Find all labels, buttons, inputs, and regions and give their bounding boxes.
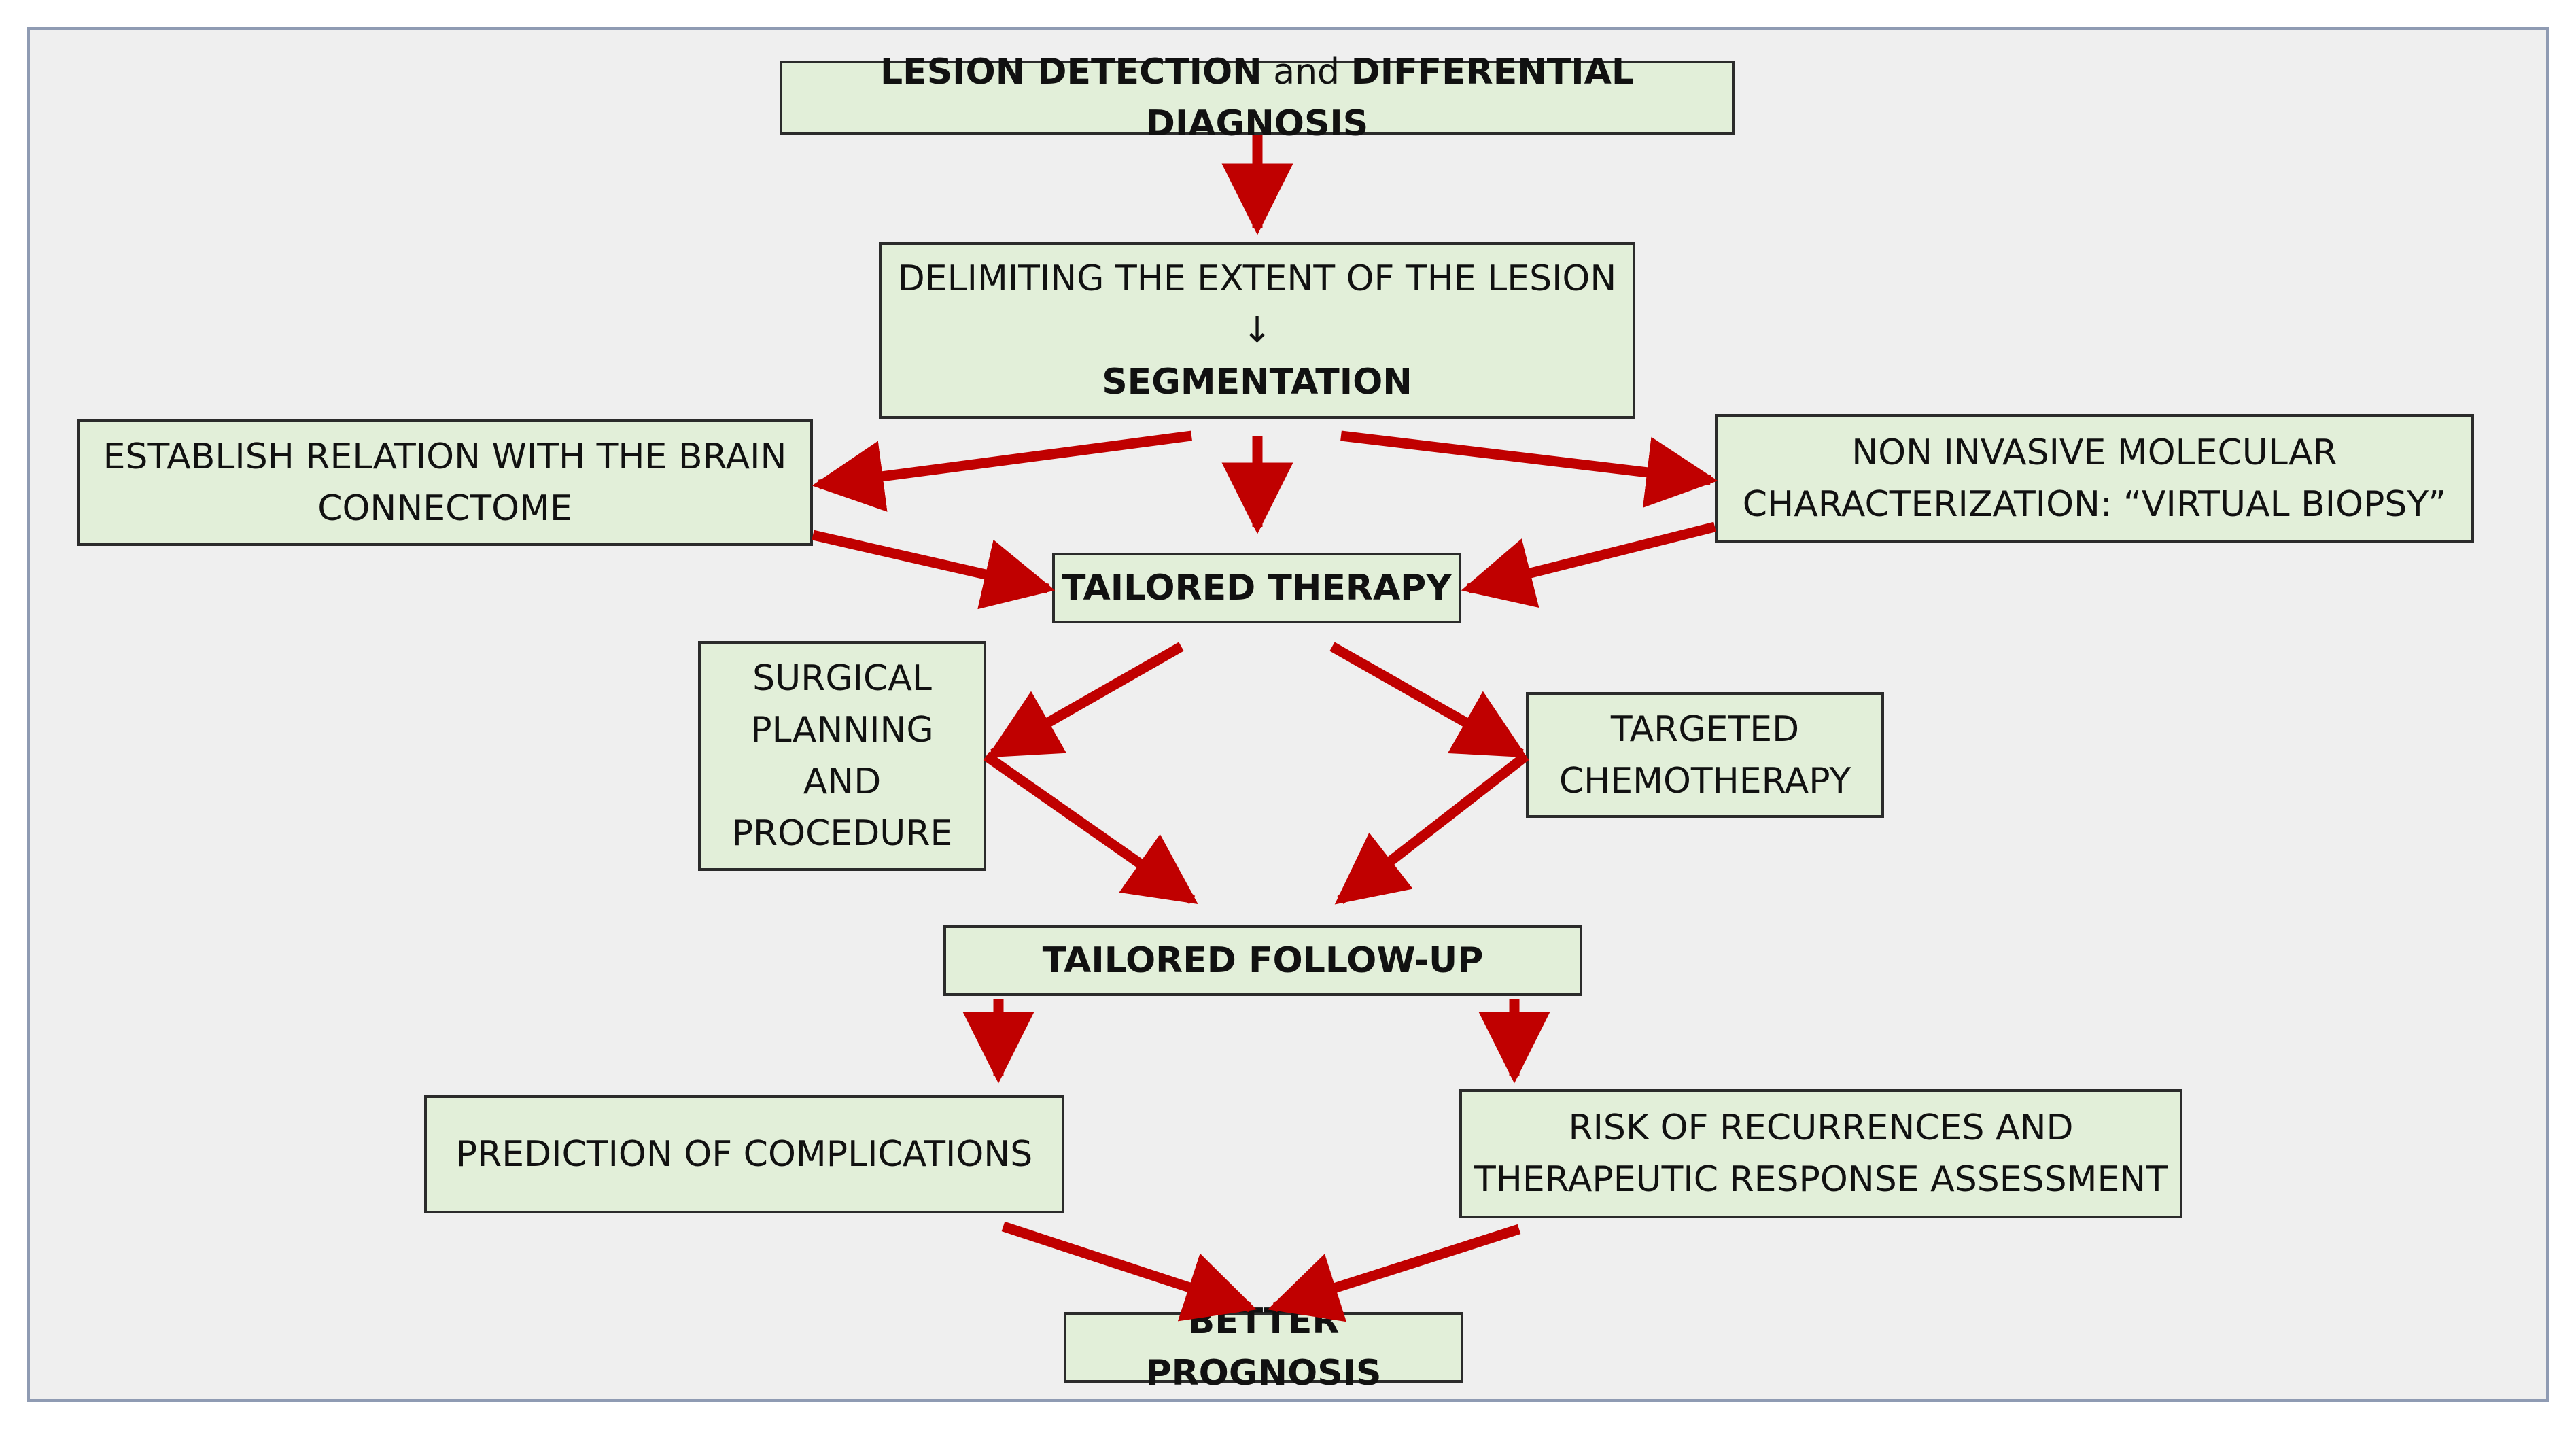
delimiting-text: DELIMITING THE EXTENT OF THE LESION [897, 258, 1617, 299]
chemo-line-2: CHEMOTHERAPY [1559, 760, 1851, 802]
node-tailored-therapy: TAILORED THERAPY [1052, 553, 1461, 623]
and-text: and [1261, 51, 1351, 92]
lesion-detection-text: LESION DETECTION [880, 51, 1262, 92]
tailored-therapy-text: TAILORED THERAPY [1062, 568, 1452, 608]
surgical-line-4: PROCEDURE [731, 813, 953, 854]
node-surgical-planning: SURGICAL PLANNING AND PROCEDURE [698, 641, 986, 871]
node-targeted-chemotherapy: TARGETED CHEMOTHERAPY [1526, 692, 1884, 818]
recurrence-line-1: RISK OF RECURRENCES AND [1568, 1107, 2074, 1148]
complications-text: PREDICTION OF COMPLICATIONS [455, 1134, 1033, 1175]
connectome-line-2: CONNECTOME [317, 488, 572, 529]
segmentation-text: SEGMENTATION [1102, 362, 1412, 402]
node-lesion-detection: LESION DETECTION and DIFFERENTIAL DIAGNO… [780, 52, 1735, 144]
node-segmentation: DELIMITING THE EXTENT OF THE LESION ↓ SE… [879, 242, 1635, 419]
surgical-line-1: SURGICAL [752, 658, 932, 699]
molecular-line-1: NON INVASIVE MOLECULAR [1851, 432, 2337, 473]
recurrence-line-2: THERAPEUTIC RESPONSE ASSESSMENT [1474, 1159, 2168, 1200]
node-connectome: ESTABLISH RELATION WITH THE BRAIN CONNEC… [77, 419, 813, 546]
node-tailored-follow-up: TAILORED FOLLOW-UP [943, 925, 1582, 996]
molecular-line-2: CHARACTERIZATION: “VIRTUAL BIOPSY” [1742, 483, 2447, 525]
tailored-follow-up-text: TAILORED FOLLOW-UP [1042, 940, 1484, 981]
surgical-line-2: PLANNING [750, 710, 934, 751]
node-virtual-biopsy: NON INVASIVE MOLECULAR CHARACTERIZATION:… [1715, 414, 2474, 543]
node-better-prognosis: BETTER PROGNOSIS [1064, 1301, 1463, 1394]
better-prognosis-text: BETTER PROGNOSIS [1145, 1301, 1382, 1394]
surgical-line-3: AND [803, 761, 882, 802]
connectome-line-1: ESTABLISH RELATION WITH THE BRAIN [103, 436, 787, 477]
differential-diagnosis-text: DIFFERENTIAL DIAGNOSIS [1145, 51, 1634, 144]
down-arrow-glyph: ↓ [1242, 310, 1272, 351]
node-prediction-of-complications: PREDICTION OF COMPLICATIONS [424, 1095, 1064, 1213]
chemo-line-1: TARGETED [1610, 708, 1800, 750]
node-recurrence-assessment: RISK OF RECURRENCES AND THERAPEUTIC RESP… [1459, 1089, 2182, 1218]
